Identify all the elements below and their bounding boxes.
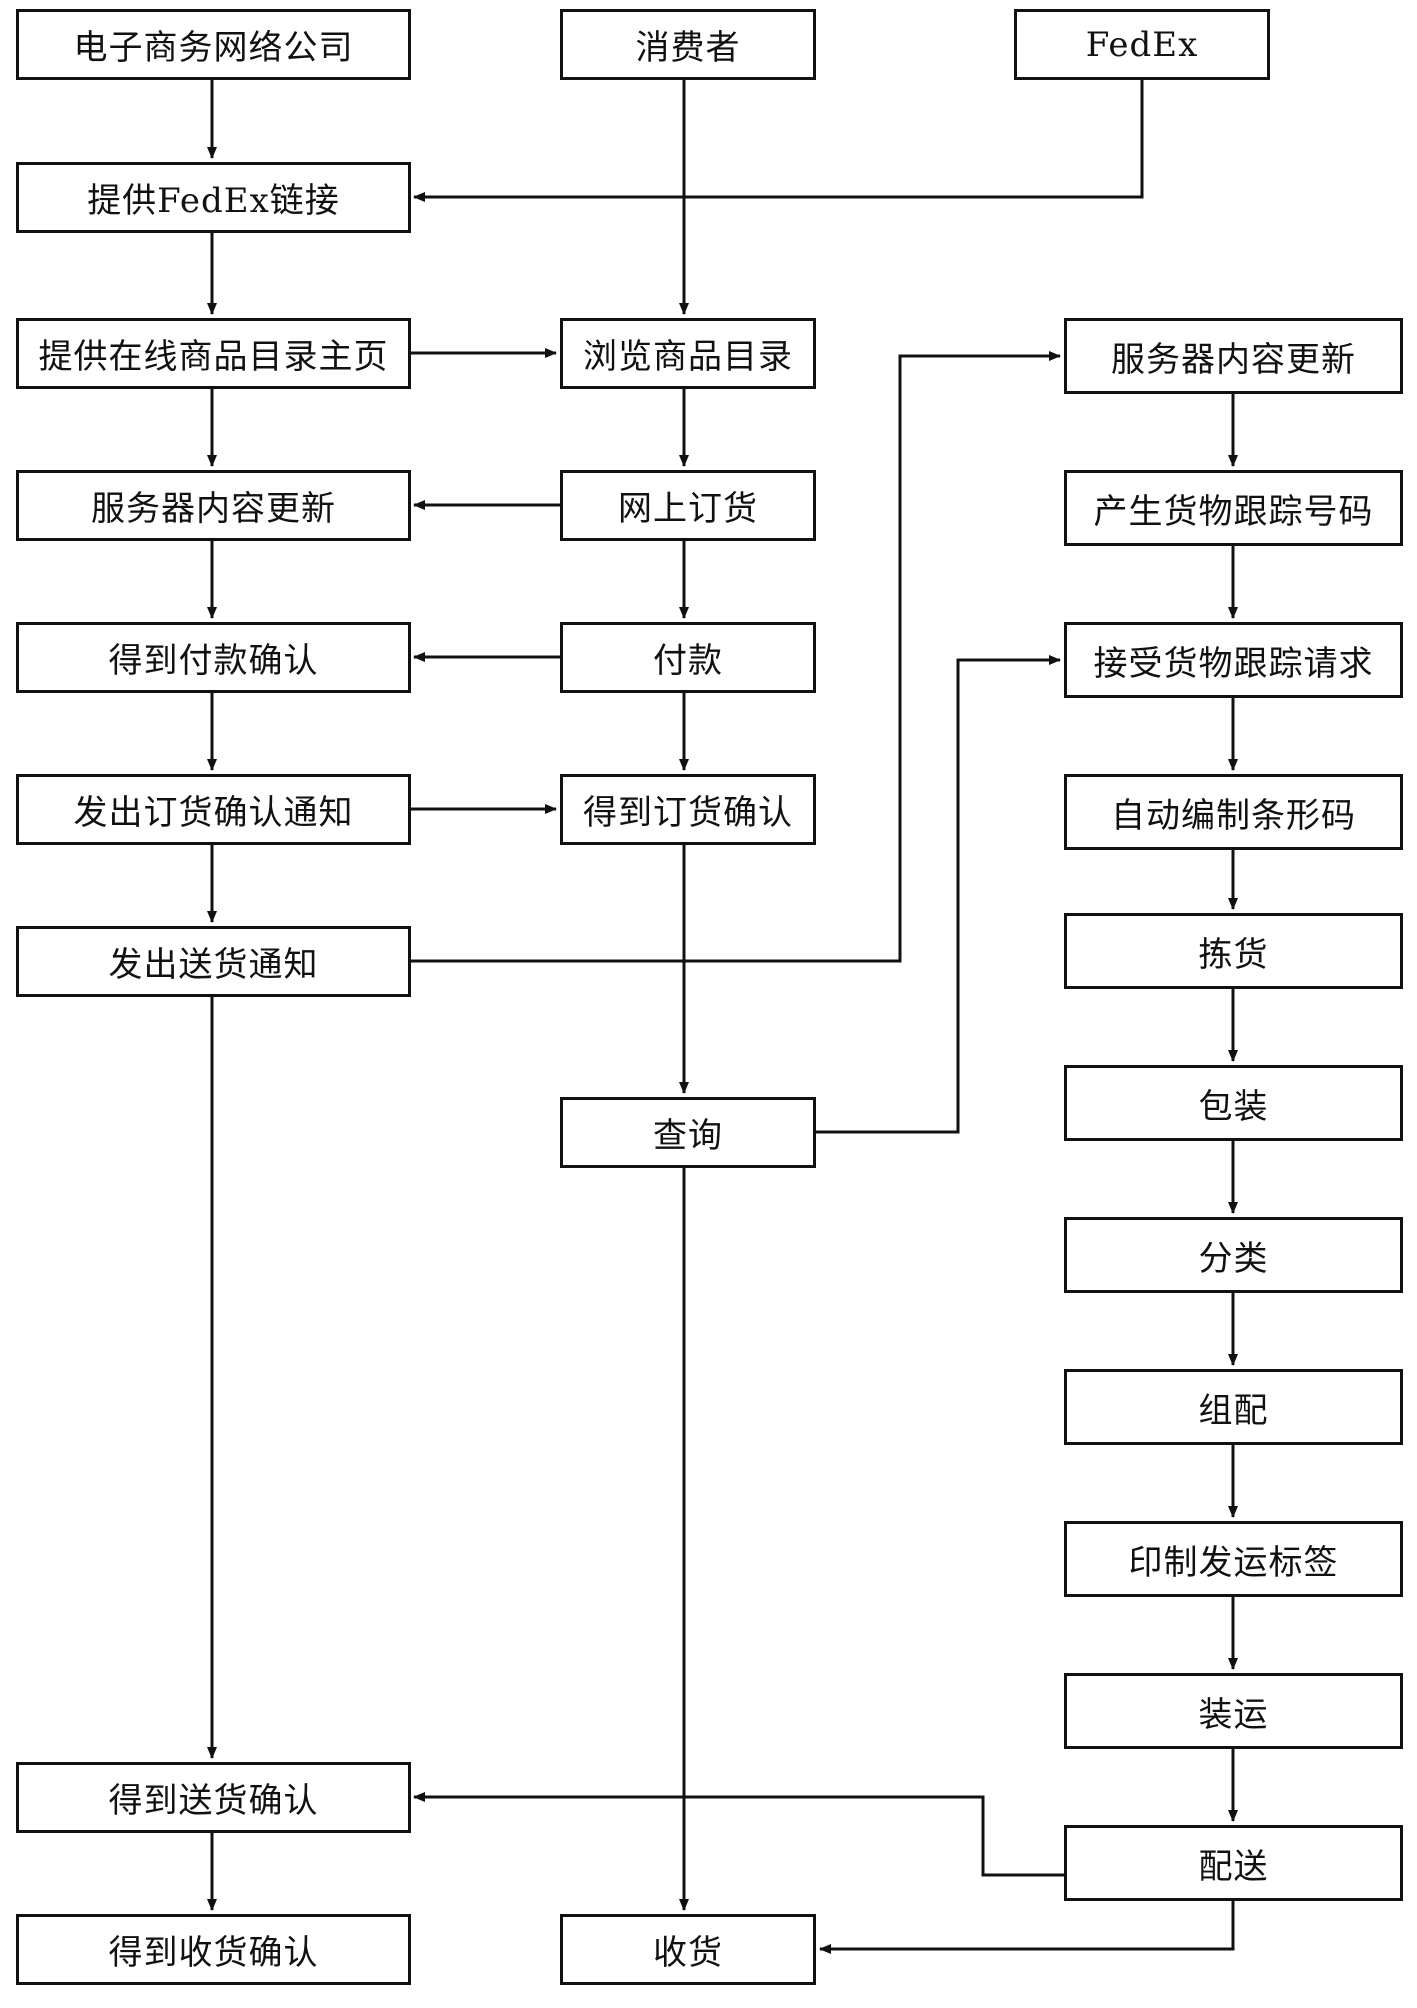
node-assembly: 组配 [1064, 1369, 1403, 1445]
node-label: 服务器内容更新 [91, 489, 336, 529]
node-picking: 拣货 [1064, 913, 1403, 989]
node-provide-catalog-home: 提供在线商品目录主页 [16, 318, 411, 389]
node-label: FedEx [1085, 24, 1199, 65]
node-get-delivery-confirm: 得到送货确认 [16, 1762, 411, 1833]
node-label: 提供FedEx链接 [87, 181, 340, 221]
node-label: 发出送货通知 [108, 945, 319, 985]
node-browse-catalog: 浏览商品目录 [560, 318, 816, 389]
node-sorting: 分类 [1064, 1217, 1403, 1293]
node-label: 得到送货确认 [108, 1781, 319, 1821]
node-label: 接受货物跟踪请求 [1093, 643, 1374, 684]
node-label: 服务器内容更新 [1111, 339, 1356, 380]
node-label: 组配 [1198, 1390, 1269, 1431]
node-label: 浏览商品目录 [583, 337, 793, 377]
node-label: 收货 [653, 1933, 723, 1973]
node-delivery: 配送 [1064, 1825, 1403, 1901]
edge-delivery-to-delconfirm [413, 1792, 1064, 1877]
node-shipping: 装运 [1064, 1673, 1403, 1749]
node-label: 装运 [1198, 1694, 1269, 1735]
node-payment: 付款 [560, 622, 816, 693]
node-label: 配送 [1198, 1846, 1269, 1887]
node-label: 提供在线商品目录主页 [38, 337, 389, 377]
node-label: 得到收货确认 [108, 1933, 319, 1973]
node-label: 产生货物跟踪号码 [1093, 491, 1374, 532]
node-label: 包装 [1198, 1086, 1269, 1127]
node-label: 得到付款确认 [108, 641, 319, 681]
node-get-receipt-confirm: 得到收货确认 [16, 1914, 411, 1985]
node-label: 分类 [1198, 1238, 1269, 1279]
node-provide-fedex-link: 提供FedEx链接 [16, 162, 411, 233]
node-label: 自动编制条形码 [1111, 795, 1356, 836]
node-label: 拣货 [1198, 934, 1269, 975]
node-label: 网上订货 [618, 489, 758, 529]
node-gen-tracking-no: 产生货物跟踪号码 [1064, 470, 1403, 546]
node-order-online: 网上订货 [560, 470, 816, 541]
edge-delivery-to-receive [819, 1901, 1235, 1954]
node-auto-barcode: 自动编制条形码 [1064, 774, 1403, 850]
edge-fedex-to-fedex-link [413, 80, 1144, 202]
node-query: 查询 [560, 1097, 816, 1168]
node-get-order-confirm: 得到订货确认 [560, 774, 816, 845]
node-fedex: FedEx [1014, 9, 1270, 80]
edge-notice-to-server-right [411, 351, 1061, 963]
node-label: 得到订货确认 [583, 793, 793, 833]
node-send-order-confirm: 发出订货确认通知 [16, 774, 411, 845]
node-consumer: 消费者 [560, 9, 816, 80]
node-label: 付款 [653, 641, 723, 681]
node-label: 消费者 [635, 28, 741, 68]
node-get-payment-confirm: 得到付款确认 [16, 622, 411, 693]
node-label: 查询 [653, 1116, 723, 1156]
node-packing: 包装 [1064, 1065, 1403, 1141]
node-label: 印制发运标签 [1128, 1542, 1339, 1583]
node-accept-tracking-req: 接受货物跟踪请求 [1064, 622, 1403, 698]
node-ecom-company: 电子商务网络公司 [16, 9, 411, 80]
node-receive-goods: 收货 [560, 1914, 816, 1985]
node-label: 发出订货确认通知 [73, 793, 354, 833]
node-label: 电子商务网络公司 [73, 28, 354, 68]
node-print-label: 印制发运标签 [1064, 1521, 1403, 1597]
node-server-update-left: 服务器内容更新 [16, 470, 411, 541]
edge-query-to-accept [816, 655, 1061, 1134]
node-server-update-right: 服务器内容更新 [1064, 318, 1403, 394]
node-send-delivery-notice: 发出送货通知 [16, 926, 411, 997]
